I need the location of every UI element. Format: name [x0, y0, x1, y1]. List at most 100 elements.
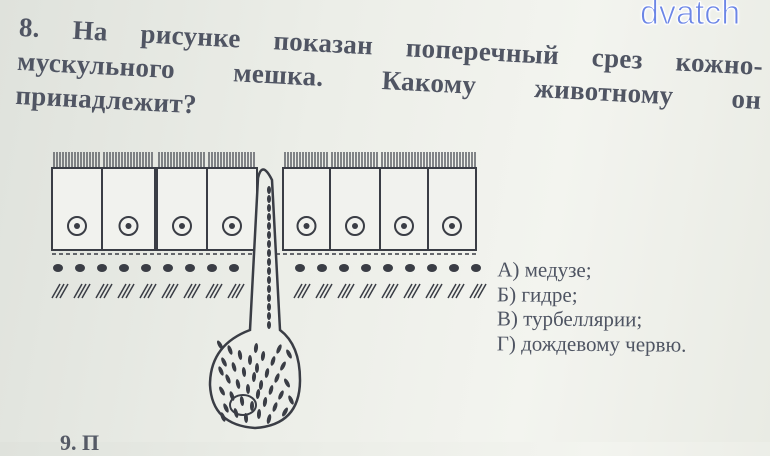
muscle-fiber — [473, 283, 483, 299]
gland-granule — [272, 402, 278, 412]
gland-granule — [219, 386, 225, 396]
epithelial-cell — [282, 167, 331, 251]
muscle-fiber — [455, 283, 465, 299]
duct-granule — [267, 276, 271, 284]
muscle-fiber — [81, 283, 91, 299]
gland-granule — [253, 343, 259, 353]
nucleolus — [74, 223, 80, 229]
muscle-fiber — [403, 283, 413, 299]
answer-a: А) медузе; — [497, 257, 592, 282]
gland-granule — [225, 374, 231, 384]
cell-nucleus — [345, 216, 365, 236]
gland-granule — [227, 345, 233, 355]
gland-granule — [237, 350, 243, 360]
muscle-fiber — [381, 283, 391, 299]
basal-cell — [119, 264, 129, 272]
question-word: кожно- — [674, 46, 764, 81]
muscle-fiber — [191, 283, 201, 299]
muscle-fiber — [429, 283, 439, 299]
gland-granule — [278, 390, 284, 400]
duct-granule — [267, 294, 271, 302]
gland-granule — [239, 396, 245, 406]
epithelial-cell — [51, 167, 103, 251]
gland-granule — [268, 385, 274, 395]
gland-granule — [288, 395, 294, 405]
cell-nucleus — [394, 216, 414, 236]
muscle-fiber — [425, 283, 435, 299]
duct-granule — [267, 312, 271, 320]
epithelial-cell — [156, 167, 208, 251]
muscle-fiber — [451, 283, 461, 299]
question-word: Какому — [380, 65, 478, 100]
gland-granule — [245, 384, 251, 394]
question-word: На — [71, 14, 109, 47]
muscle-fiber — [205, 283, 215, 299]
gland-granule — [280, 361, 286, 371]
basal-cell — [53, 264, 63, 272]
next-question-fragment: 9. П — [60, 430, 100, 455]
epithelial-cell — [379, 167, 429, 251]
epithelial-cell — [329, 167, 381, 251]
duct-granule — [267, 222, 271, 230]
muscle-fiber — [99, 283, 109, 299]
muscle-fiber — [139, 283, 149, 299]
question-word: рисунке — [139, 18, 242, 54]
muscle-fiber — [121, 283, 131, 299]
gland-granule — [266, 414, 272, 424]
gland-granule — [260, 351, 266, 361]
muscle-fiber — [231, 283, 241, 299]
muscle-fiber — [161, 283, 171, 299]
nucleolus — [179, 223, 185, 229]
muscle-fiber — [169, 283, 179, 299]
muscle-fiber — [407, 283, 417, 299]
basal-cell — [97, 264, 107, 272]
basal-cell — [317, 264, 327, 272]
muscle-fiber — [77, 283, 87, 299]
nucleolus — [401, 223, 407, 229]
answer-c: В) турбеллярии; — [496, 306, 643, 332]
muscle-fiber — [147, 283, 157, 299]
muscle-fiber — [55, 283, 65, 299]
nucleolus — [303, 223, 310, 229]
gland-granule — [274, 373, 280, 383]
gland-granule — [241, 367, 247, 377]
cell-nucleus — [442, 216, 462, 236]
muscle-fiber — [301, 283, 311, 299]
duct-granule — [267, 204, 271, 212]
epithelial-cell — [101, 167, 156, 251]
nucleolus — [352, 223, 358, 229]
nucleolus — [449, 223, 455, 229]
duct-granule — [267, 231, 271, 239]
gland-granule — [235, 379, 241, 389]
duct-granule — [267, 285, 271, 293]
gland-nucleus — [229, 394, 257, 416]
duct-granule — [267, 195, 271, 203]
gland-granule — [223, 403, 229, 413]
cell-nucleus — [67, 216, 87, 236]
muscle-fiber — [95, 283, 105, 299]
muscle-fiber — [385, 283, 395, 299]
basal-cell — [405, 264, 415, 272]
muscle-fiber — [367, 283, 377, 299]
duct-granule — [267, 258, 271, 266]
muscle-fiber — [213, 283, 223, 299]
muscle-fiber — [345, 283, 355, 299]
basal-cell — [185, 264, 195, 272]
gland-granule — [284, 378, 290, 388]
muscle-fiber — [143, 283, 153, 299]
muscle-fiber — [183, 283, 193, 299]
muscle-fiber — [59, 283, 69, 299]
muscle-fiber — [293, 283, 303, 299]
muscle-fiber — [103, 283, 113, 299]
duct-granule — [267, 267, 271, 275]
muscle-fiber — [73, 283, 83, 299]
gland-granule — [286, 349, 292, 359]
muscle-fiber — [165, 283, 175, 299]
gland-granule — [218, 366, 224, 376]
answer-d: Г) дождевому червю. — [496, 330, 687, 357]
basal-cell — [207, 264, 217, 272]
muscle-fiber — [341, 283, 351, 299]
gland-granule — [220, 412, 226, 422]
muscle-fiber — [433, 283, 443, 299]
muscle-fiber — [359, 283, 369, 299]
